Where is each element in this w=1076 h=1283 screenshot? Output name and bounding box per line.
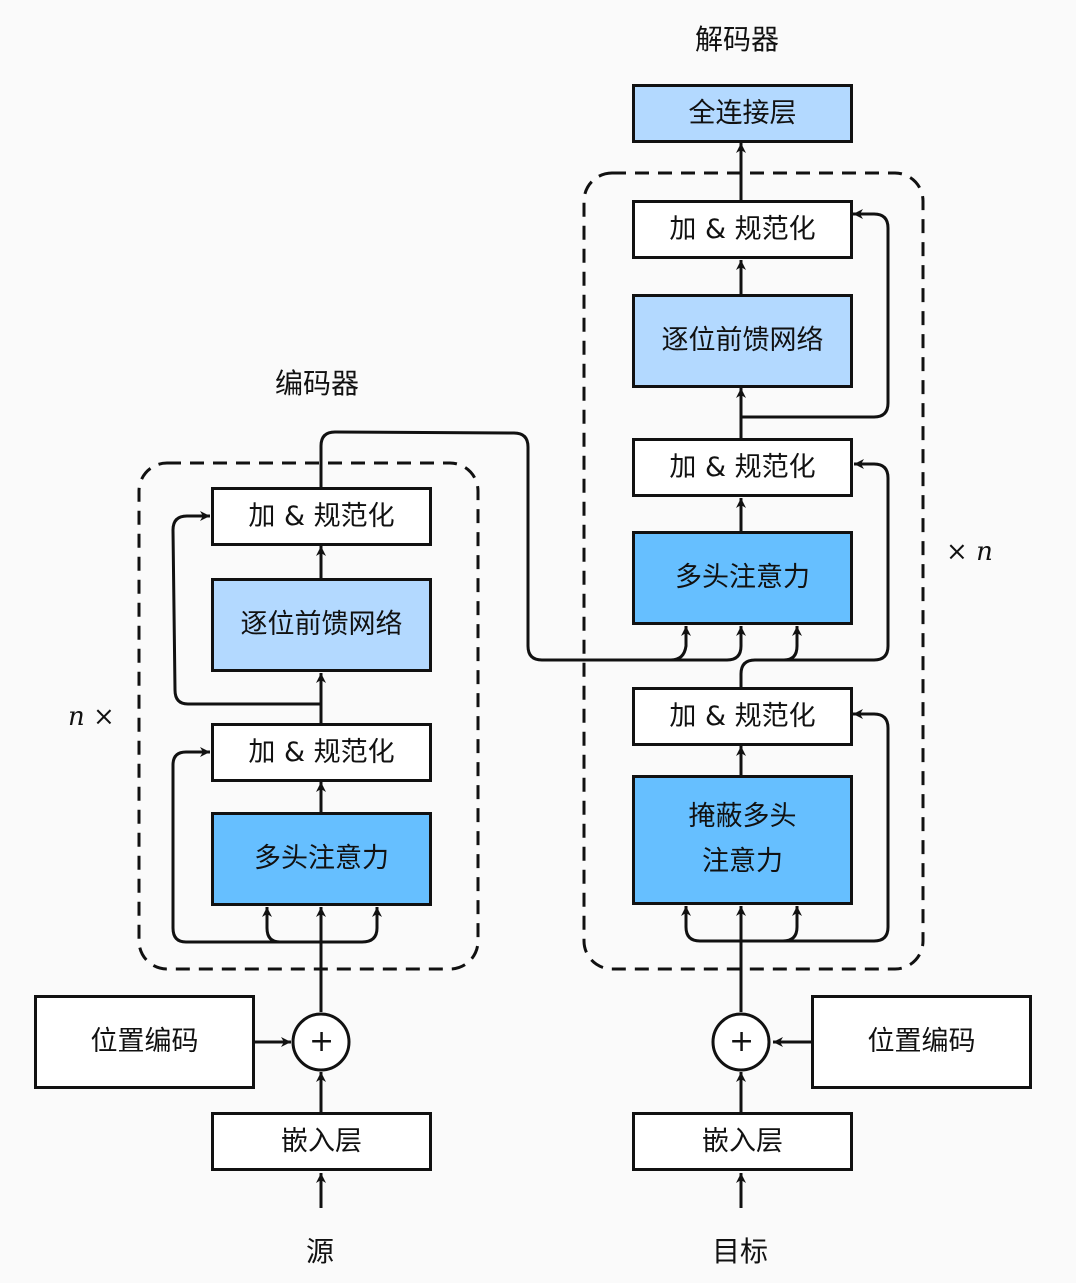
- decoder-positional-encoding-label: 位置编码: [867, 1026, 976, 1058]
- encoder-add-norm-top-label: 加 & 规范化: [248, 500, 395, 532]
- encoder-repeat-label: n ×: [68, 702, 115, 732]
- enc-attn-k: [262, 907, 321, 944]
- encoder-positional-encoding: 位置编码: [34, 995, 255, 1089]
- encoder-add-norm-bottom: 加 & 规范化: [211, 723, 432, 782]
- decoder-embedding: 嵌入层: [632, 1112, 853, 1171]
- enc-attn-q: [321, 907, 382, 944]
- times-symbol: ×: [946, 537, 968, 567]
- encoder-embedding: 嵌入层: [211, 1112, 432, 1171]
- encoder-ffn: 逐位前馈网络: [211, 578, 432, 672]
- decoder-ffn: 逐位前馈网络: [632, 294, 853, 388]
- decoder-dense: 全连接层: [632, 84, 853, 143]
- encoder-input-label: 源: [306, 1235, 335, 1268]
- decoder-masked-attention-line2: 注意力: [702, 846, 783, 877]
- decoder-attention-label: 多头注意力: [675, 562, 810, 594]
- enc-residual-2: [171, 511, 321, 706]
- encoder-attention-label: 多头注意力: [254, 843, 389, 875]
- decoder-repeat-frame: [582, 171, 925, 971]
- decoder-add-norm-mid-label: 加 & 规范化: [669, 451, 816, 483]
- dec-addnorm1-up: [739, 626, 802, 688]
- encoder-title: 编码器: [275, 367, 360, 400]
- times-symbol: ×: [93, 702, 115, 732]
- decoder-add-circle: [711, 1012, 771, 1072]
- n-symbol: n: [68, 702, 85, 732]
- n-symbol: n: [976, 537, 993, 567]
- enc-residual-1: [171, 747, 280, 944]
- dec-mattn-k: [681, 906, 741, 943]
- dec-residual-1: [783, 709, 890, 943]
- decoder-attention: 多头注意力: [632, 531, 853, 625]
- decoder-add-norm-top-label: 加 & 规范化: [669, 213, 816, 245]
- decoder-add-norm-bottom-label: 加 & 规范化: [669, 700, 816, 732]
- decoder-add-norm-bottom: 加 & 规范化: [632, 687, 853, 746]
- dec-residual-3: [741, 209, 890, 419]
- decoder-title: 解码器: [695, 23, 780, 56]
- decoder-add-norm-top: 加 & 规范化: [632, 200, 853, 259]
- encoder-add-norm-bottom-label: 加 & 规范化: [248, 736, 395, 768]
- decoder-ffn-label: 逐位前馈网络: [661, 325, 824, 357]
- decoder-add-symbol: +: [729, 1024, 755, 1059]
- decoder-repeat-label: × n: [946, 537, 993, 567]
- dec-residual-2: [784, 459, 890, 662]
- decoder-dense-label: 全连接层: [688, 97, 797, 129]
- encoder-positional-encoding-label: 位置编码: [90, 1026, 199, 1058]
- encoder-embedding-label: 嵌入层: [281, 1125, 362, 1157]
- decoder-masked-attention-line1: 掩蔽多头: [688, 801, 797, 833]
- decoder-masked-attention: 掩蔽多头 注意力: [632, 775, 853, 905]
- decoder-embedding-label: 嵌入层: [702, 1125, 783, 1157]
- decoder-input-label: 目标: [712, 1235, 769, 1268]
- encoder-ffn-label: 逐位前馈网络: [240, 609, 403, 641]
- decoder-positional-encoding: 位置编码: [811, 995, 1032, 1089]
- dec-mattn-q: [741, 906, 802, 943]
- encoder-repeat-frame: [137, 461, 480, 971]
- enc-memory-v: [671, 626, 746, 662]
- encoder-add-norm-top: 加 & 规范化: [211, 487, 432, 546]
- encoder-add-circle: [291, 1012, 351, 1072]
- encoder-add-symbol: +: [309, 1024, 335, 1059]
- encoder-attention: 多头注意力: [211, 812, 432, 906]
- decoder-add-norm-mid: 加 & 规范化: [632, 438, 853, 497]
